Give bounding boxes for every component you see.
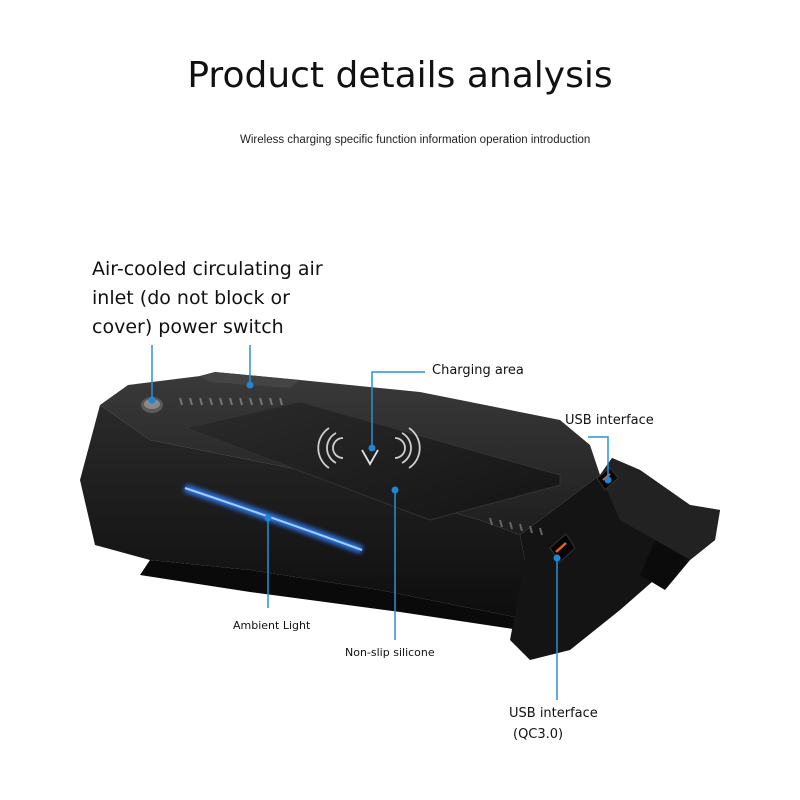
non-slip-silicone-label: Non-slip silicone bbox=[345, 646, 435, 659]
page-title: Product details analysis bbox=[187, 55, 613, 96]
air-inlet-power-switch-label: Air-cooled circulating air inlet (do not… bbox=[92, 255, 352, 342]
air-vent-slots-front bbox=[489, 517, 543, 536]
page-subtitle: Wireless charging specific function info… bbox=[240, 134, 591, 146]
ambient-light-label: Ambient Light bbox=[233, 619, 311, 632]
charging-area-label: Charging area bbox=[432, 363, 524, 378]
usb-interface-top-label: USB interface bbox=[565, 413, 654, 428]
power-switch bbox=[141, 397, 163, 413]
wireless-charging-icon bbox=[317, 427, 421, 469]
air-inlet-label-line2: inlet (do not block or bbox=[92, 287, 290, 309]
air-vent-slots bbox=[179, 397, 283, 406]
usb-top-callout-line bbox=[588, 436, 609, 480]
ambient-light-strip bbox=[183, 484, 364, 554]
air-inlet-label-line1: Air-cooled circulating air bbox=[92, 258, 323, 280]
usb-interface-qc-label: USB interface bbox=[509, 706, 598, 721]
charging-pad bbox=[184, 401, 561, 521]
callout-lines bbox=[151, 345, 609, 700]
callout-dots bbox=[148, 381, 612, 562]
charging-area-callout-line bbox=[371, 371, 425, 448]
air-inlet-label-line3: cover) power switch bbox=[92, 316, 284, 338]
usb-interface-qc-spec: (QC3.0) bbox=[513, 727, 564, 742]
